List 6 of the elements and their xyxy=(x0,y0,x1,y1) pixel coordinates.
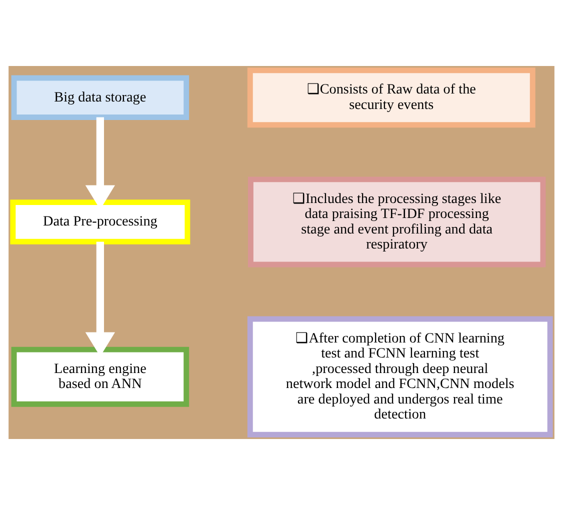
node-box: ❑Includes the processing stages like data praising TF-IDF processing stage and event profiling and data respiratory xyxy=(248,176,546,268)
node-box: ❑After completion of CNN learning test and FCNN learning test ,processed through deep neural network model and FCNN,CNN models are deployed and undergos real time detection xyxy=(247,316,553,438)
node-box: Data Pre-processing xyxy=(10,200,190,244)
node-box: Learning engine based on ANN xyxy=(11,346,190,407)
node-box: Big data storage xyxy=(11,75,190,120)
node-box: ❑Consists of Raw data of the security events xyxy=(247,68,536,128)
